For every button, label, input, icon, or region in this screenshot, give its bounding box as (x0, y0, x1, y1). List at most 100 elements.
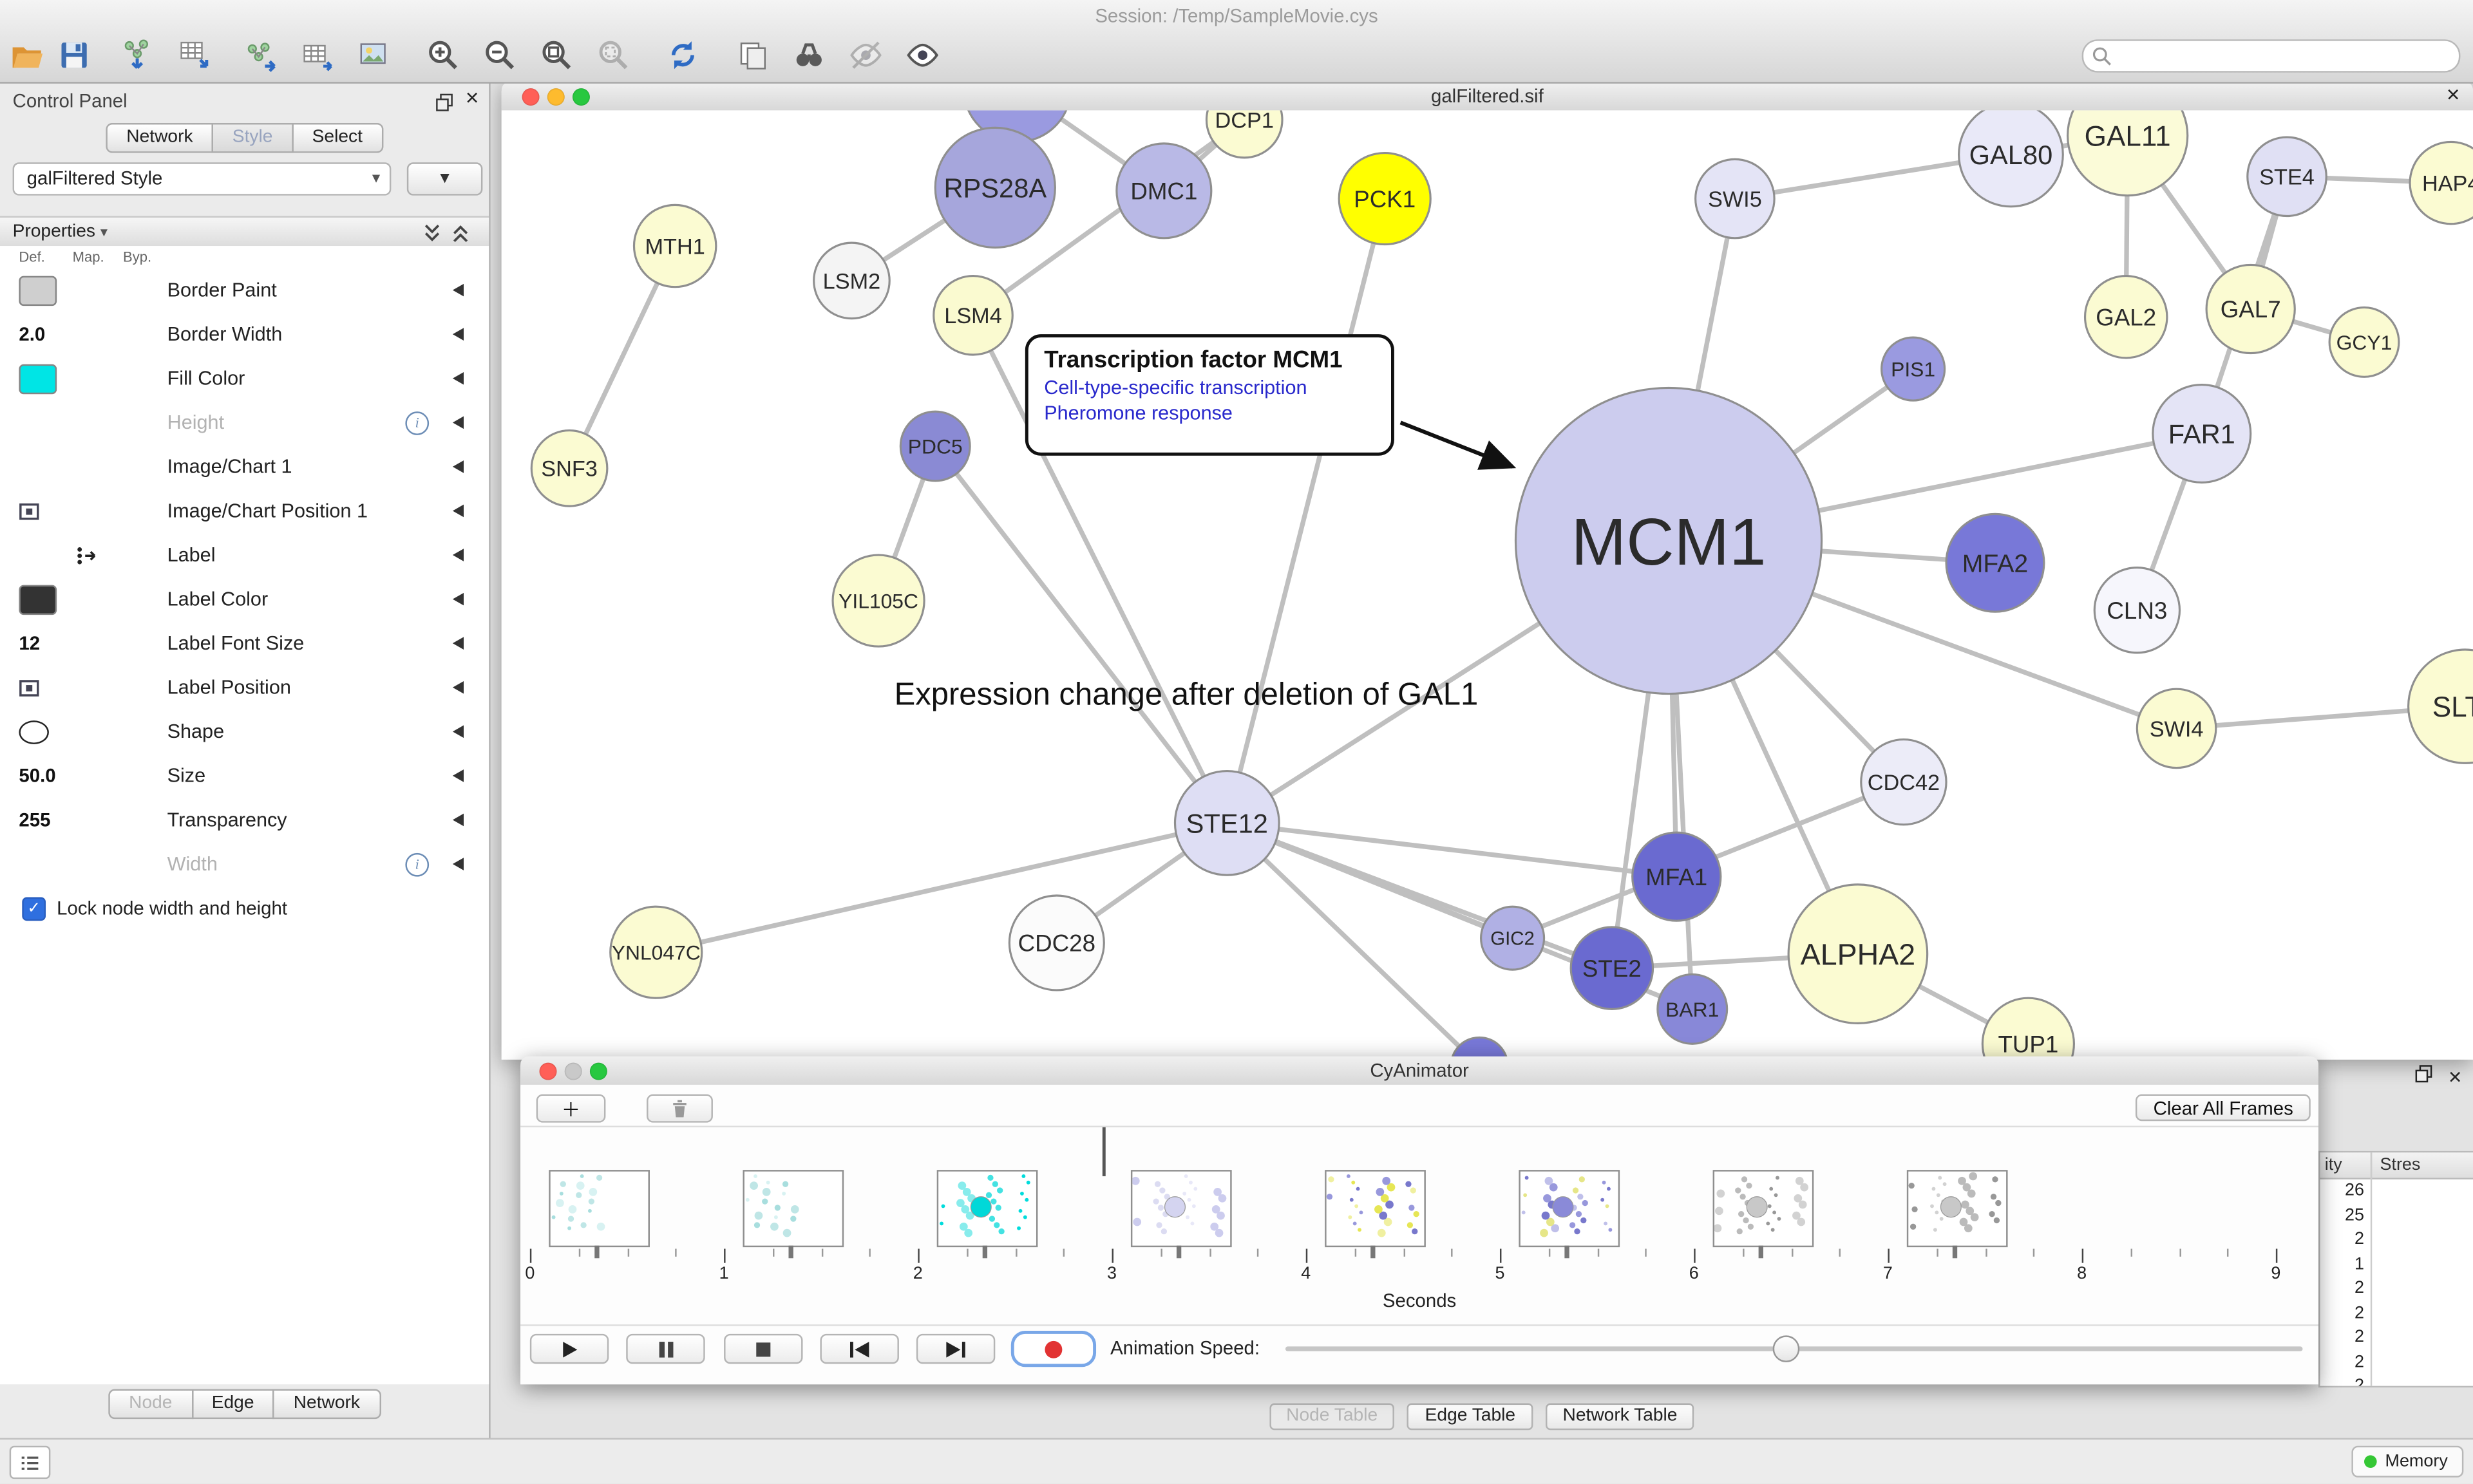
frame-thumbnail-2[interactable] (743, 1170, 844, 1248)
frame-slider-handle[interactable] (1564, 1245, 1569, 1259)
frame-thumbnail-8[interactable] (1906, 1170, 2008, 1248)
close-window-icon[interactable] (539, 1062, 557, 1080)
results-column-header[interactable]: ity (2320, 1152, 2371, 1179)
tab-node[interactable]: Node (108, 1389, 193, 1420)
color-swatch[interactable] (19, 584, 57, 614)
expand-row-icon[interactable] (452, 768, 464, 782)
close-window-icon[interactable] (522, 88, 540, 106)
search-network-icon[interactable] (786, 33, 833, 77)
zoom-out-icon[interactable] (477, 33, 524, 77)
tab-select[interactable]: Select (291, 123, 383, 153)
refresh-icon[interactable] (659, 33, 706, 77)
close-panel-icon[interactable]: ✕ (2447, 1068, 2463, 1087)
show-details-icon[interactable] (899, 33, 946, 77)
property-row-label-position[interactable]: Label Position (0, 665, 489, 709)
expand-row-icon[interactable] (452, 812, 464, 826)
skip-end-button[interactable] (916, 1333, 996, 1364)
tab-edge[interactable]: Edge (191, 1389, 275, 1420)
float-panel-icon[interactable] (435, 91, 454, 120)
frame-slider-handle[interactable] (788, 1245, 793, 1259)
collapse-all-icon[interactable] (424, 224, 442, 252)
property-row-label-color[interactable]: Label Color (0, 577, 489, 621)
annotation-box[interactable]: Transcription factor MCM1 Cell-type-spec… (1025, 334, 1394, 456)
expand-row-icon[interactable] (452, 415, 464, 428)
zoom-selected-icon[interactable] (590, 33, 637, 77)
record-button[interactable] (1010, 1330, 1097, 1367)
frame-slider-handle[interactable] (594, 1245, 600, 1259)
frame-slider-handle[interactable] (1758, 1245, 1763, 1259)
tab-network-table[interactable]: Network Table (1545, 1403, 1695, 1431)
cyanimator-titlebar[interactable]: CyAnimator (520, 1056, 2319, 1087)
hide-details-icon[interactable] (842, 33, 889, 77)
expand-row-icon[interactable] (452, 592, 464, 605)
frame-slider-handle[interactable] (982, 1245, 988, 1259)
zoom-window-icon[interactable] (589, 1062, 607, 1080)
save-session-icon[interactable] (50, 33, 97, 77)
export-network-icon[interactable] (236, 33, 283, 77)
expand-row-icon[interactable] (452, 636, 464, 649)
color-swatch[interactable] (19, 275, 57, 305)
close-panel-icon[interactable]: ✕ (464, 89, 480, 109)
property-row-fill-color[interactable]: Fill Color (0, 356, 489, 400)
expand-row-icon[interactable] (452, 283, 464, 296)
annotation-link[interactable]: Pheromone response (1044, 402, 1233, 424)
style-options-button[interactable]: ▼ (406, 162, 483, 196)
tab-edge-table[interactable]: Edge Table (1407, 1403, 1533, 1431)
annotation-link[interactable]: Cell-type-specific transcription (1044, 377, 1307, 399)
export-image-icon[interactable] (350, 33, 397, 77)
pause-button[interactable] (626, 1333, 705, 1364)
minimize-window-icon[interactable] (564, 1062, 582, 1080)
frame-thumbnail-4[interactable] (1130, 1170, 1232, 1248)
expand-row-icon[interactable] (452, 459, 464, 473)
expand-row-icon[interactable] (452, 857, 464, 870)
animation-speed-handle[interactable] (1772, 1335, 1800, 1362)
clear-all-frames-button[interactable]: Clear All Frames (2136, 1094, 2311, 1122)
expand-row-icon[interactable] (452, 327, 464, 340)
property-row-image-chart-1[interactable]: Image/Chart 1 (0, 445, 489, 489)
close-view-icon[interactable]: ✕ (2445, 86, 2461, 106)
frame-thumbnail-7[interactable] (1712, 1170, 1814, 1248)
frame-thumbnail-1[interactable] (549, 1170, 650, 1248)
frame-thumbnail-5[interactable] (1325, 1170, 1426, 1248)
expand-row-icon[interactable] (452, 548, 464, 561)
lock-size-checkbox[interactable]: ✓ (22, 897, 46, 921)
frame-thumbnail-6[interactable] (1519, 1170, 1620, 1248)
stop-button[interactable] (724, 1333, 803, 1364)
property-row-image-chart-position-1[interactable]: Image/Chart Position 1 (0, 489, 489, 533)
expand-row-icon[interactable] (452, 371, 464, 384)
zoom-in-icon[interactable] (419, 33, 466, 77)
status-menu-button[interactable] (9, 1445, 51, 1479)
play-button[interactable] (529, 1333, 609, 1364)
memory-button[interactable]: Memory (2352, 1445, 2464, 1478)
frame-slider-handle[interactable] (1176, 1245, 1182, 1259)
frame-slider-handle[interactable] (1370, 1245, 1376, 1259)
properties-header[interactable]: Properties ▾ (0, 216, 489, 248)
open-session-icon[interactable] (3, 33, 50, 77)
color-swatch[interactable] (19, 363, 57, 394)
export-table-icon[interactable] (294, 33, 341, 77)
zoom-fit-icon[interactable] (533, 33, 580, 77)
expand-row-icon[interactable] (452, 503, 464, 517)
zoom-window-icon[interactable] (572, 88, 590, 106)
tab-network[interactable]: Network (272, 1389, 381, 1420)
expand-row-icon[interactable] (452, 724, 464, 737)
delete-frame-button[interactable] (647, 1094, 713, 1123)
tab-node-table[interactable]: Node Table (1269, 1403, 1396, 1431)
float-panel-icon[interactable] (2414, 1063, 2433, 1091)
expand-row-icon[interactable] (452, 680, 464, 693)
results-column-header[interactable]: Stres (2370, 1152, 2473, 1179)
tab-style[interactable]: Style (211, 123, 294, 153)
style-dropdown[interactable]: galFiltered Style ▾ (12, 162, 392, 196)
property-row-label[interactable]: Label (0, 533, 489, 578)
minimize-window-icon[interactable] (547, 88, 565, 106)
tab-network[interactable]: Network (106, 123, 214, 153)
add-frame-button[interactable]: ＋ (536, 1094, 606, 1123)
expand-all-icon[interactable] (453, 224, 470, 252)
frame-thumbnail-3[interactable] (936, 1170, 1038, 1248)
